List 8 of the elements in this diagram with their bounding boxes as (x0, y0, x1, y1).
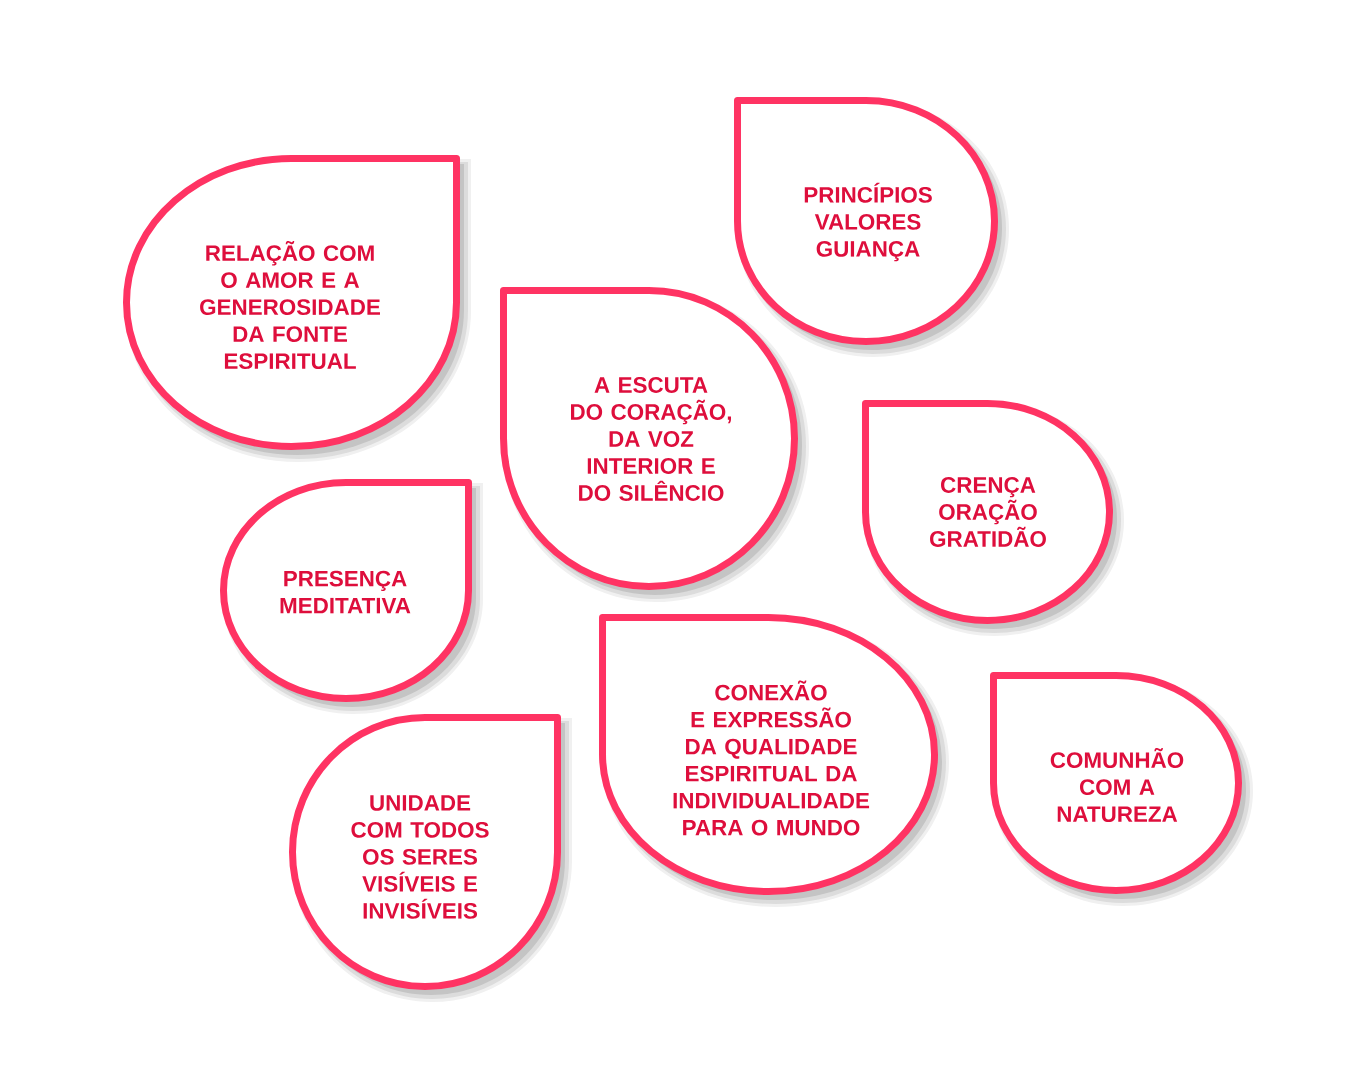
teardrop-bubble: UNIDADE COM TODOS OS SERES VISÍVEIS E INVISÍVEIS (289, 714, 572, 1002)
teardrop-bubble: COMUNHÃO COM A NATUREZA (990, 672, 1253, 906)
teardrop-bubble: CONEXÃO E EXPRESSÃO DA QUALIDADE ESPIRITUAL DA INDIVIDUALIDADE PARA O MUNDO (599, 614, 949, 907)
teardrop-bubble: CRENÇA ORAÇÃO GRATIDÃO (862, 400, 1124, 636)
teardrop-bubble: PRESENÇA MEDITATIVA (220, 479, 483, 714)
teardrop-bubble: A ESCUTA DO CORAÇÃO, DA VOZ INTERIOR E DO SILÊNCIO (500, 287, 809, 602)
teardrop-bubble: RELAÇÃO COM O AMOR E A GENEROSIDADE DA FONTE ESPIRITUAL (123, 155, 471, 462)
teardrop-bubble: PRINCÍPIOS VALORES GUIANÇA (734, 97, 1009, 357)
